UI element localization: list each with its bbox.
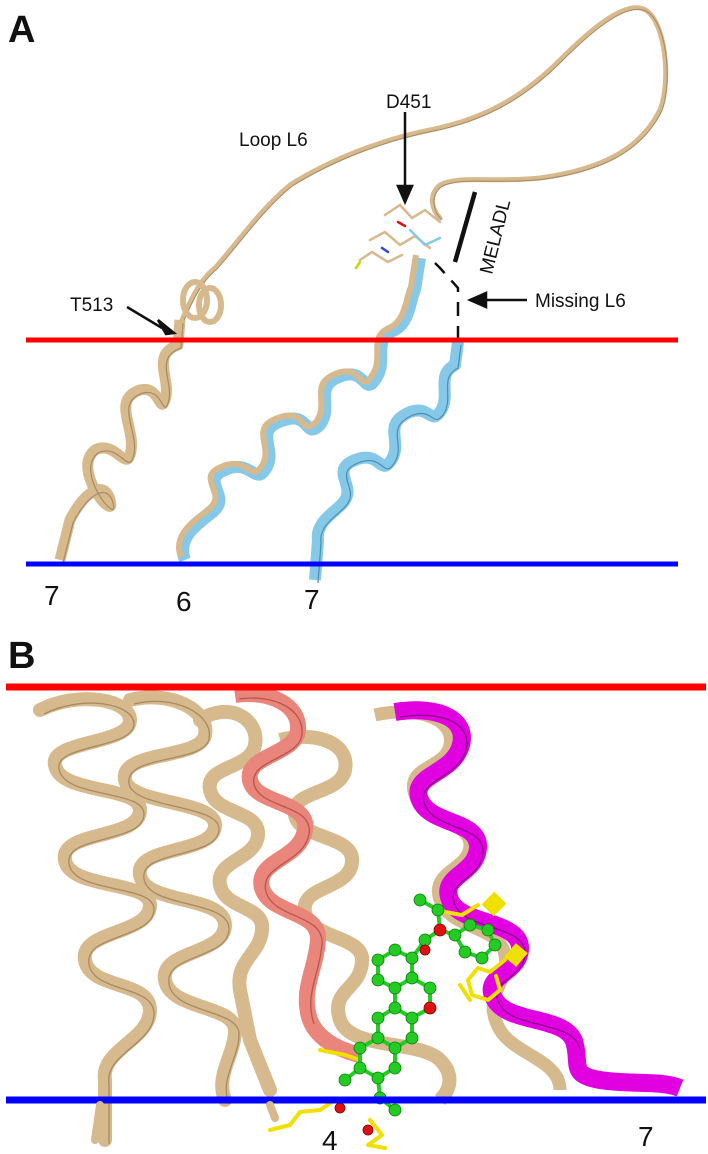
label-t513: T513 xyxy=(70,295,113,316)
helix-number-b-2: 7 xyxy=(638,1121,654,1152)
helix-a-right-shadow xyxy=(317,344,462,584)
label-d451: D451 xyxy=(386,92,431,113)
helix-b-magenta-shadow xyxy=(399,714,581,1051)
helix-a-middle-wheat xyxy=(176,254,419,559)
meladl-bar xyxy=(452,191,478,263)
arrows-a xyxy=(126,112,527,336)
panel-b-label: B xyxy=(8,635,35,677)
residue-sticks xyxy=(354,203,442,270)
yellow-residue-bands xyxy=(481,891,528,967)
t513-arrow xyxy=(126,305,163,330)
loop-l6 xyxy=(175,5,669,333)
yellow-side-chains xyxy=(268,903,507,1150)
helix-a-left xyxy=(54,319,186,562)
helix-a-left-shadow xyxy=(62,322,184,564)
helix-bundle-left-shadow xyxy=(43,700,240,1144)
panel-b: B xyxy=(6,635,706,1154)
t513-helix-turns xyxy=(180,279,224,325)
lower-tails xyxy=(91,1101,279,1144)
helix-number-b-1: 4 xyxy=(322,1125,338,1154)
helix-number-a-3: 7 xyxy=(304,584,320,615)
ligand xyxy=(334,893,502,1136)
helix-number-a-1: 7 xyxy=(44,580,60,611)
helix-a-right xyxy=(309,341,464,581)
panel-a: A xyxy=(8,5,678,617)
helix-b-right-wheat xyxy=(373,705,567,1091)
label-missing-l6: Missing L6 xyxy=(535,291,626,312)
helix-b-salmon-shadow xyxy=(238,697,323,1025)
helix-b-salmon xyxy=(233,686,363,1063)
missing-l6-dashes xyxy=(431,259,460,340)
label-loop-l6: Loop L6 xyxy=(239,130,308,151)
helix-b-magenta xyxy=(393,701,684,1097)
helix-bundle-left xyxy=(33,690,277,1147)
helix-number-a-2: 6 xyxy=(176,586,192,617)
panel-a-label: A xyxy=(8,9,35,51)
label-meladl: MELADL xyxy=(476,197,515,276)
